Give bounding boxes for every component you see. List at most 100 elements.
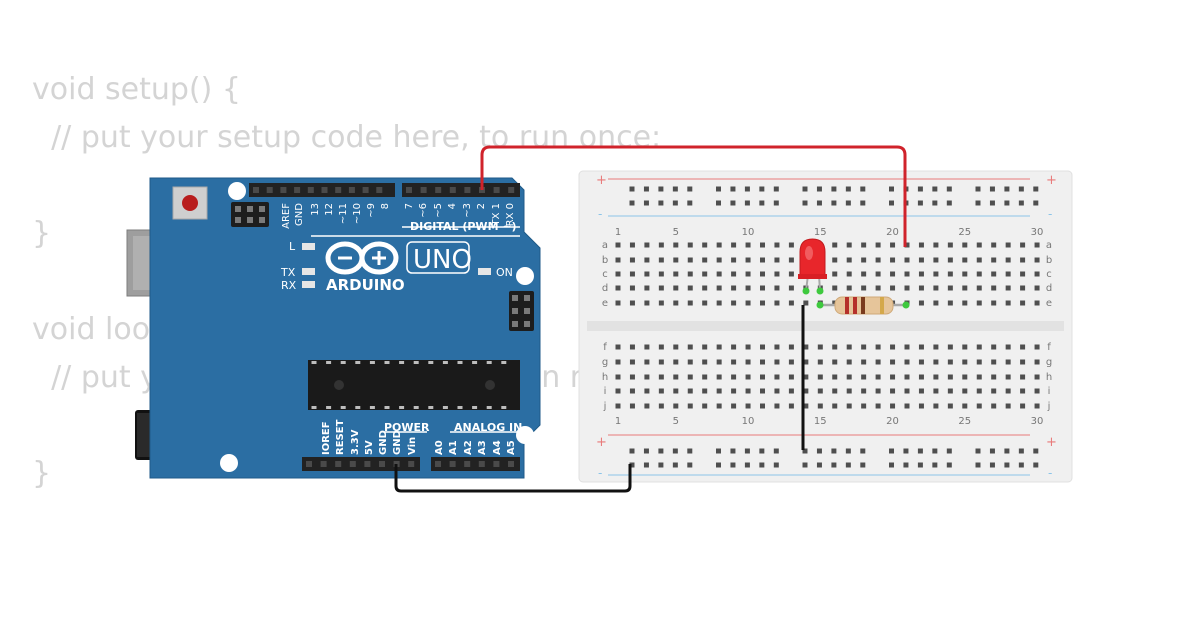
breadboard-hole[interactable] bbox=[904, 403, 910, 409]
breadboard-hole[interactable] bbox=[615, 344, 621, 350]
breadboard-hole[interactable] bbox=[817, 403, 823, 409]
breadboard-hole[interactable] bbox=[731, 271, 737, 277]
breadboard-hole[interactable] bbox=[1020, 388, 1026, 394]
breadboard-hole[interactable] bbox=[760, 242, 765, 248]
breadboard-hole[interactable] bbox=[845, 462, 851, 468]
breadboard-hole[interactable] bbox=[643, 448, 649, 454]
breadboard-hole[interactable] bbox=[788, 403, 794, 409]
breadboard-hole[interactable] bbox=[803, 359, 809, 365]
breadboard-hole[interactable] bbox=[962, 285, 968, 291]
breadboard-hole[interactable] bbox=[744, 186, 750, 192]
breadboard-hole[interactable] bbox=[673, 388, 679, 394]
breadboard-hole[interactable] bbox=[816, 448, 822, 454]
breadboard-hole[interactable] bbox=[658, 448, 664, 454]
breadboard-hole[interactable] bbox=[615, 359, 621, 365]
breadboard-hole[interactable] bbox=[687, 285, 693, 291]
breadboard-hole[interactable] bbox=[975, 200, 981, 206]
breadboard-hole[interactable] bbox=[832, 285, 838, 291]
breadboard-hole[interactable] bbox=[687, 300, 693, 306]
breadboard-hole[interactable] bbox=[991, 300, 997, 306]
breadboard-hole[interactable] bbox=[861, 403, 867, 409]
breadboard-hole[interactable] bbox=[832, 242, 838, 248]
ground-wire[interactable] bbox=[394, 464, 632, 493]
breadboard-hole[interactable] bbox=[917, 200, 923, 206]
header-pin[interactable] bbox=[508, 461, 514, 467]
breadboard-hole[interactable] bbox=[861, 285, 867, 291]
breadboard-hole[interactable] bbox=[946, 462, 952, 468]
header-pin[interactable] bbox=[307, 187, 314, 193]
breadboard-hole[interactable] bbox=[803, 300, 809, 306]
breadboard-hole[interactable] bbox=[629, 186, 635, 192]
breadboard-hole[interactable] bbox=[890, 388, 896, 394]
header-pin[interactable] bbox=[449, 187, 456, 193]
header-pin[interactable] bbox=[406, 187, 412, 193]
breadboard-hole[interactable] bbox=[760, 388, 765, 394]
breadboard-hole[interactable] bbox=[702, 242, 708, 248]
breadboard-hole[interactable] bbox=[744, 462, 750, 468]
breadboard-hole[interactable] bbox=[658, 300, 664, 306]
breadboard-hole[interactable] bbox=[933, 242, 939, 248]
breadboard-hole[interactable] bbox=[975, 186, 981, 192]
code-line[interactable]: } bbox=[32, 456, 52, 491]
breadboard-hole[interactable] bbox=[933, 257, 939, 263]
breadboard-hole[interactable] bbox=[1033, 200, 1039, 206]
breadboard-hole[interactable] bbox=[802, 462, 808, 468]
breadboard-hole[interactable] bbox=[890, 257, 896, 263]
breadboard-hole[interactable] bbox=[759, 462, 765, 468]
header-pin[interactable] bbox=[348, 187, 355, 193]
breadboard-hole[interactable] bbox=[615, 242, 621, 248]
breadboard-hole[interactable] bbox=[904, 344, 910, 350]
breadboard-hole[interactable] bbox=[860, 462, 866, 468]
header-pin[interactable] bbox=[294, 187, 301, 193]
breadboard-hole[interactable] bbox=[745, 285, 751, 291]
breadboard-hole[interactable] bbox=[1005, 257, 1011, 263]
breadboard-hole[interactable] bbox=[788, 374, 794, 380]
breadboard-hole[interactable] bbox=[846, 285, 852, 291]
header-pin[interactable] bbox=[253, 187, 259, 193]
breadboard-hole[interactable] bbox=[716, 448, 721, 454]
breadboard-hole[interactable] bbox=[788, 257, 794, 263]
breadboard-hole[interactable] bbox=[629, 403, 635, 409]
breadboard-hole[interactable] bbox=[831, 448, 837, 454]
breadboard-hole[interactable] bbox=[932, 186, 938, 192]
breadboard-hole[interactable] bbox=[962, 300, 968, 306]
breadboard-hole[interactable] bbox=[1020, 374, 1026, 380]
breadboard-hole[interactable] bbox=[918, 374, 924, 380]
breadboard-hole[interactable] bbox=[1033, 186, 1039, 192]
breadboard-hole[interactable] bbox=[890, 242, 896, 248]
breadboard-hole[interactable] bbox=[890, 271, 896, 277]
breadboard-hole[interactable] bbox=[687, 448, 693, 454]
breadboard-hole[interactable] bbox=[1018, 200, 1024, 206]
breadboard-hole[interactable] bbox=[918, 388, 924, 394]
breadboard-hole[interactable] bbox=[673, 285, 679, 291]
led[interactable] bbox=[798, 238, 827, 292]
breadboard-hole[interactable] bbox=[861, 242, 867, 248]
breadboard-hole[interactable] bbox=[644, 359, 650, 365]
breadboard-hole[interactable] bbox=[946, 200, 952, 206]
breadboard-hole[interactable] bbox=[629, 448, 635, 454]
breadboard-hole[interactable] bbox=[629, 271, 635, 277]
breadboard-hole[interactable] bbox=[817, 388, 823, 394]
breadboard-hole[interactable] bbox=[832, 388, 838, 394]
breadboard-hole[interactable] bbox=[1005, 300, 1011, 306]
header-pin[interactable] bbox=[266, 187, 273, 193]
breadboard-hole[interactable] bbox=[932, 448, 938, 454]
breadboard-hole[interactable] bbox=[687, 374, 693, 380]
breadboard-hole[interactable] bbox=[962, 242, 968, 248]
breadboard-hole[interactable] bbox=[702, 285, 708, 291]
breadboard-hole[interactable] bbox=[1004, 200, 1010, 206]
breadboard-hole[interactable] bbox=[975, 448, 981, 454]
breadboard-hole[interactable] bbox=[989, 462, 995, 468]
breadboard-hole[interactable] bbox=[687, 344, 693, 350]
breadboard-hole[interactable] bbox=[658, 242, 664, 248]
breadboard-hole[interactable] bbox=[904, 271, 910, 277]
breadboard-hole[interactable] bbox=[687, 186, 693, 192]
breadboard-hole[interactable] bbox=[773, 186, 779, 192]
breadboard-hole[interactable] bbox=[832, 374, 838, 380]
breadboard-hole[interactable] bbox=[629, 200, 635, 206]
breadboard-hole[interactable] bbox=[716, 271, 722, 277]
breadboard-hole[interactable] bbox=[1005, 388, 1011, 394]
breadboard-hole[interactable] bbox=[832, 344, 838, 350]
breadboard-hole[interactable] bbox=[875, 374, 881, 380]
